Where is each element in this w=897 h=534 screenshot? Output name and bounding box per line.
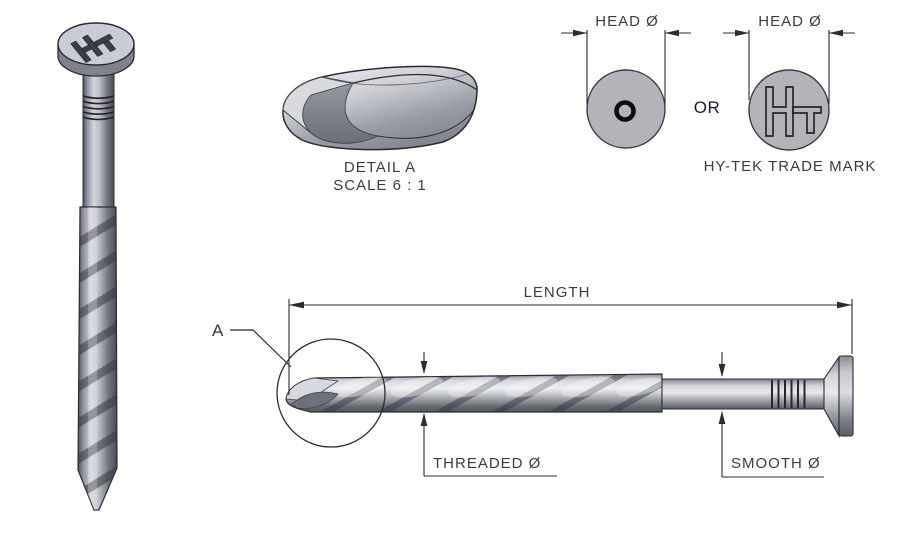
detail-callout-leader <box>230 329 292 368</box>
head-diameter-dimension-left <box>561 29 691 104</box>
threaded-diameter-dimension <box>420 352 557 477</box>
side-tip-chamfer <box>285 377 340 402</box>
length-dimension-label: LENGTH <box>523 284 591 301</box>
threaded-diameter-label: THREADED Ø <box>433 455 542 472</box>
detail-scale-label: SCALE 6 : 1 <box>333 177 427 194</box>
trademark-head-view <box>748 69 830 151</box>
front-threaded-section <box>77 206 118 511</box>
side-head-cone <box>823 355 840 439</box>
plain-head-view <box>586 69 666 149</box>
side-thread-flutes <box>320 374 662 412</box>
detail-spiral-edge-top <box>352 73 478 91</box>
front-ring-grooves <box>82 95 115 121</box>
hytek-monogram-outline-icon <box>765 86 822 137</box>
hytek-monogram-embossed-icon <box>70 33 116 63</box>
side-ring-grooves <box>771 380 806 408</box>
plain-head-circle <box>586 69 666 149</box>
head-diameter-label-right: HEAD Ø <box>758 13 822 30</box>
side-screw-view <box>285 355 854 439</box>
front-thread-flutes <box>78 207 117 510</box>
center-ring-icon <box>614 100 636 122</box>
detail-flute-face <box>302 82 380 144</box>
head-diameter-dimension-right <box>723 29 855 104</box>
smooth-diameter-label: SMOOTH Ø <box>731 455 821 472</box>
trademark-head-circle <box>748 69 830 151</box>
detail-a-view <box>282 65 478 151</box>
side-tip-flute <box>291 391 339 409</box>
detail-a-label: DETAIL A <box>343 159 417 176</box>
length-dimension <box>288 299 853 395</box>
front-shank <box>82 57 115 214</box>
trademark-caption: HY-TEK TRADE MARK <box>703 158 877 175</box>
detail-callout-circle <box>276 338 386 448</box>
smooth-diameter-dimension <box>718 352 824 478</box>
side-head-disc <box>838 355 854 437</box>
detail-spiral-edge-bottom <box>377 109 475 139</box>
front-screw-view <box>57 22 135 511</box>
detail-callout <box>230 329 386 448</box>
or-separator-label: OR <box>693 98 721 117</box>
head-diameter-label-left: HEAD Ø <box>595 13 659 30</box>
detail-callout-label: A <box>212 321 224 340</box>
side-smooth-shank <box>661 378 825 410</box>
detail-swirl-line <box>321 73 469 86</box>
